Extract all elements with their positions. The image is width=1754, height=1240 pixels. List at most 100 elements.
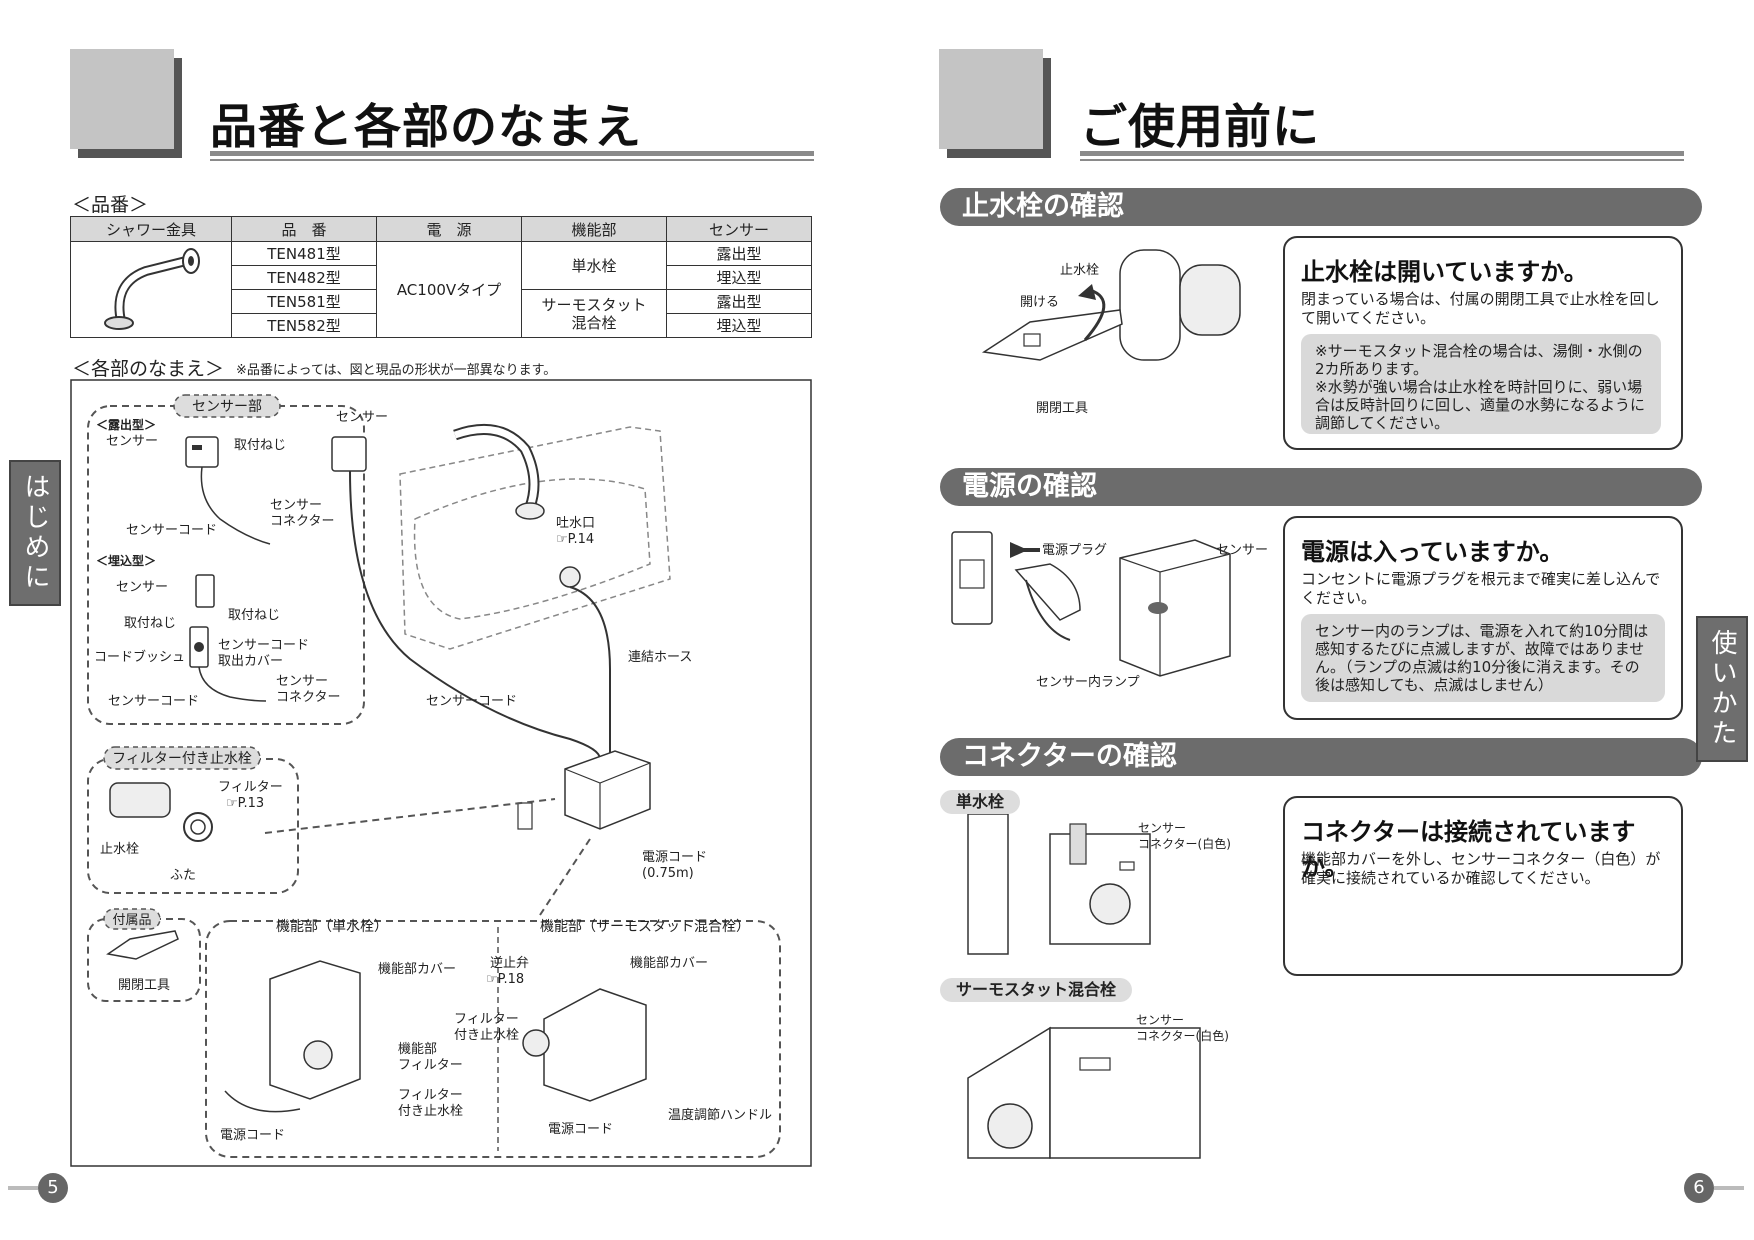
func-thermo-line1: サーモスタット [541,295,647,314]
model-cell: TEN581型 [231,289,377,314]
connector-figure-thermo: センサー コネクター(白色) [967,1013,1229,1159]
valve-figure: 止水栓 開ける 開閉工具 [981,249,1241,416]
lbl-temp-handle: 温度調節ハンドル [668,1107,772,1123]
lbl-fv-a1: フィルター [398,1088,463,1103]
title-rule [1080,151,1684,156]
sensor-cell: 埋込型 [666,313,812,338]
title-rule-thin [1080,159,1684,161]
lbl-tool: 開閉工具 [118,978,170,993]
lbl-connector-a2: コネクター [270,514,334,529]
side-tab-usage[interactable]: 使いかた [1696,616,1748,762]
product-table: シャワー金具 品 番 電 源 機能部 センサー TEN481型 AC100Vタイ… [70,216,812,338]
lbl-cord-cover2: 取出カバー [218,654,283,669]
lbl-connector-a1: センサー [270,498,322,513]
lbl-func-cover-a: 機能部カバー [378,962,456,977]
lbl-exposed: ＜露出型＞ [96,417,156,432]
lbl-screw-b2: 取付ねじ [228,608,280,623]
title-square [939,49,1043,149]
pill-thermo: サーモスタット混合栓 [940,978,1133,1002]
connector-figure-single: センサー コネクター(白色) [967,814,1231,955]
lbl-func-cover-b: 機能部カバー [630,956,708,971]
title-square [70,49,174,149]
section-band-power: 電源の確認 [940,468,1702,506]
page-title-right: ご使用前に [1080,100,1320,155]
lbl-sensor-b: センサー [116,580,168,595]
lbl-cord-bush: コードブッシュ [94,649,185,665]
lbl-screw-b1: 取付ねじ [124,616,176,631]
lbl-power-cord-2: (0.75m) [642,866,694,881]
lbl-spout: 吐水口 [556,516,595,531]
fig-lbl-conn-a2: コネクター(白色) [1138,836,1231,851]
lbl-func-filter-2: フィルター [398,1058,463,1073]
infobox-power-body: コンセントに電源プラグを根元まで確実に差し込んでください。 [1301,570,1661,607]
parts-note: ※品番によっては、図と現品の形状が一部異なります。 [236,363,557,378]
lbl-cord-b: センサーコード [108,694,199,709]
th-sensor: センサー [666,216,812,242]
side-tab-intro[interactable]: はじめに [9,460,61,606]
product-number-label: ＜品番＞ [72,194,149,216]
lbl-filter: フィルター [218,780,283,795]
lbl-fv-a2: 付き止水栓 [398,1104,463,1119]
lbl-func-single: 機能部（単水栓） [276,919,388,935]
power-cell: AC100Vタイプ [376,241,522,338]
fig-lbl-conn-b1: センサー [1136,1013,1184,1027]
th-power: 電 源 [376,216,522,242]
sensor-cell: 露出型 [666,289,812,314]
infobox-connector-body: 機能部カバーを外し、センサーコネクター（白色）が確実に接続されているか確認してく… [1301,850,1661,887]
model-cell: TEN481型 [231,241,377,266]
pill-single: 単水栓 [940,790,1021,814]
lbl-fv-b1: フィルター [454,1012,519,1027]
parts-label: ＜各部のなまえ＞ [72,358,225,380]
fig-lbl-conn-b2: コネクター(白色) [1136,1028,1229,1043]
fig-lbl-sensor: センサー [1216,543,1268,558]
page-number-right: 6 [1684,1173,1714,1203]
lbl-power-cord-a: 電源コード [220,1128,285,1143]
lbl-sensor-a: センサー [106,434,158,449]
lbl-fv-b2: 付き止水栓 [454,1028,519,1043]
th-model: 品 番 [231,216,377,242]
fig-lbl-lamp: センサー内ランプ [1036,674,1140,690]
infobox-power: 電源は入っていますか。 コンセントに電源プラグを根元まで確実に差し込んでください… [1283,516,1683,720]
valve-note-2: ※水勢が強い場合は止水栓を時計回りに、弱い場合は反時計回りに回し、適量の水勢にな… [1315,378,1646,432]
lbl-sensor-cord-main: センサーコード [426,694,517,709]
model-cell: TEN582型 [231,313,377,338]
th-shower: シャワー金具 [70,216,232,242]
lbl-spout-ref: ☞P.14 [556,532,594,547]
title-rule-thin [210,159,814,161]
page-title-left: 品番と各部のなまえ [210,100,642,155]
infobox-valve-body: 閉まっている場合は、付属の開閉工具で止水栓を回して開いてください。 [1301,290,1660,327]
lbl-connector-b2: コネクター [276,690,340,705]
infobox-connector-title: コネクターは接続されていますか。 [1301,818,1636,881]
lbl-check-valve: 逆止弁 [490,955,529,971]
sensor-cell: 埋込型 [666,265,812,290]
lbl-func-thermo: 機能部（サーモスタット混合栓） [540,919,750,935]
fig-lbl-plug: 電源プラグ [1042,543,1107,558]
power-figure: 電源プラグ センサー センサー内ランプ [951,531,1268,690]
valve-note-1: ※サーモスタット混合栓の場合は、湯側・水側の2カ所あります。 [1315,342,1643,378]
lbl-sensor-main: センサー [336,410,388,425]
func-thermo-cell: サーモスタット 混合栓 [521,289,667,338]
lbl-cord-a: センサーコード [126,523,217,538]
lbl-power-cord-b: 電源コード [548,1122,613,1137]
infobox-valve-title: 止水栓は開いていますか。 [1301,258,1588,286]
infobox-power-note: センサー内のランプは、電源を入れて約10分間は感知するたびに点滅しますが、故障で… [1301,614,1665,702]
fig-lbl-valve: 止水栓 [1060,263,1099,278]
func-single-cell: 単水栓 [521,241,667,290]
lbl-connector-b1: センサー [276,674,328,689]
section-band-valve: 止水栓の確認 [940,188,1702,226]
lbl-filter-ref: ☞P.13 [226,796,264,811]
title-rule [210,151,814,156]
fig-lbl-tool: 開閉工具 [1036,401,1088,416]
infobox-power-title: 電源は入っていますか。 [1301,538,1564,566]
lbl-embedded: ＜埋込型＞ [96,553,156,568]
lbl-accessory: 付属品 [112,913,151,928]
lbl-cap: ふた [170,868,196,883]
model-cell: TEN482型 [231,265,377,290]
lbl-filter-valve: フィルター付き止水栓 [112,751,252,767]
parts-diagram: センサー部 ＜露出型＞ センサー 取付ねじ センサー コネクター センサーコード… [70,379,812,1167]
footer-line-left [8,1186,38,1190]
infobox-valve-notes: ※サーモスタット混合栓の場合は、湯側・水側の2カ所あります。 ※水勢が強い場合は… [1301,334,1661,434]
shower-fitting-image [70,241,232,338]
lbl-cord-cover1: センサーコード [218,638,309,653]
infobox-valve: 止水栓は開いていますか。 閉まっている場合は、付属の開閉工具で止水栓を回して開い… [1283,236,1683,450]
